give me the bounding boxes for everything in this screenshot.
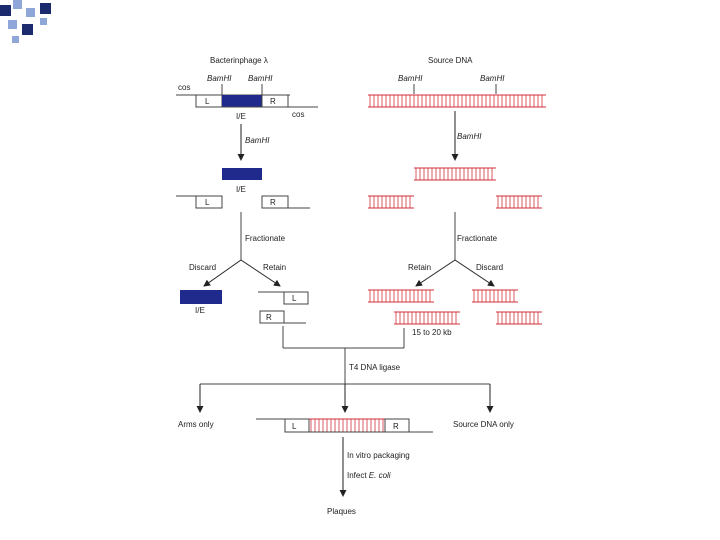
- digest-enzyme-label: BamHI: [457, 132, 482, 141]
- lambda-title: Bacterinphage λ: [210, 56, 268, 65]
- source-dna-fragment: [414, 167, 496, 181]
- fractionate-label: Fractionate: [245, 234, 286, 243]
- arm-label: L: [205, 97, 210, 106]
- deco-square: [12, 36, 19, 43]
- bamhi-site-label: BamHI: [398, 74, 423, 83]
- arm-label: R: [270, 198, 276, 207]
- discard-label: Discard: [189, 263, 216, 272]
- cos-label: cos: [292, 110, 304, 119]
- retained-source-fragment: [368, 289, 434, 303]
- deco-square: [8, 20, 17, 29]
- size-range-label: 15 to 20 kb: [412, 328, 452, 337]
- stuffer-label: I/E: [236, 112, 246, 121]
- retain-label: Retain: [408, 263, 431, 272]
- stuffer-fragment: [222, 95, 262, 107]
- deco-square: [13, 0, 22, 9]
- retain-arrow: [415, 259, 456, 287]
- arms-only-label: Arms only: [178, 420, 214, 429]
- discarded-source-fragment: [472, 289, 518, 303]
- arm-label: L: [292, 422, 297, 431]
- corner-decoration: [0, 0, 51, 43]
- recombinant-left-arm: [284, 418, 310, 433]
- digest-enzyme-label: BamHI: [245, 136, 270, 145]
- packaging-label: In vitro packaging: [347, 451, 410, 460]
- retained-left-arm: [283, 291, 309, 305]
- infect-prefix: Infect: [347, 471, 369, 480]
- stuffer-fragment: [222, 168, 262, 180]
- deco-square: [40, 18, 47, 25]
- arm-label: L: [205, 198, 210, 207]
- deco-square: [0, 5, 11, 16]
- left-arm: [195, 195, 223, 209]
- fractionate-label: Fractionate: [457, 234, 498, 243]
- discarded-stuffer: [180, 290, 222, 304]
- arm-label: R: [393, 422, 399, 431]
- source-only-label: Source DNA only: [453, 420, 514, 429]
- arm-label: R: [270, 97, 276, 106]
- source-dna-fragment: [368, 195, 414, 209]
- source-dna-fragment: [368, 94, 546, 108]
- source-dna-fragment: [496, 195, 542, 209]
- discard-label: Discard: [476, 263, 503, 272]
- discard-arrow: [454, 259, 495, 287]
- bamhi-site-label: BamHI: [207, 74, 232, 83]
- infect-label: Infect E. coli: [347, 471, 391, 480]
- cos-label: cos: [178, 83, 190, 92]
- arm-label: R: [266, 313, 272, 322]
- infect-species: E. coli: [369, 471, 391, 480]
- arm-label: L: [292, 294, 297, 303]
- retain-label: Retain: [263, 263, 286, 272]
- deco-square: [22, 24, 33, 35]
- discarded-source-fragment: [496, 311, 542, 325]
- deco-square: [40, 3, 51, 14]
- bamhi-site-label: BamHI: [248, 74, 273, 83]
- recombinant-insert: [309, 418, 385, 433]
- retained-right-arm: [259, 310, 285, 324]
- ligase-label: T4 DNA ligase: [349, 363, 401, 372]
- stuffer-label: I/E: [195, 306, 205, 315]
- source-title: Source DNA: [428, 56, 473, 65]
- retained-source-fragment: [394, 311, 460, 325]
- discard-arrow: [203, 259, 242, 287]
- plaques-label: Plaques: [327, 507, 356, 516]
- stuffer-label: I/E: [236, 185, 246, 194]
- deco-square: [26, 8, 35, 17]
- bamhi-site-label: BamHI: [480, 74, 505, 83]
- retain-arrow: [240, 259, 281, 287]
